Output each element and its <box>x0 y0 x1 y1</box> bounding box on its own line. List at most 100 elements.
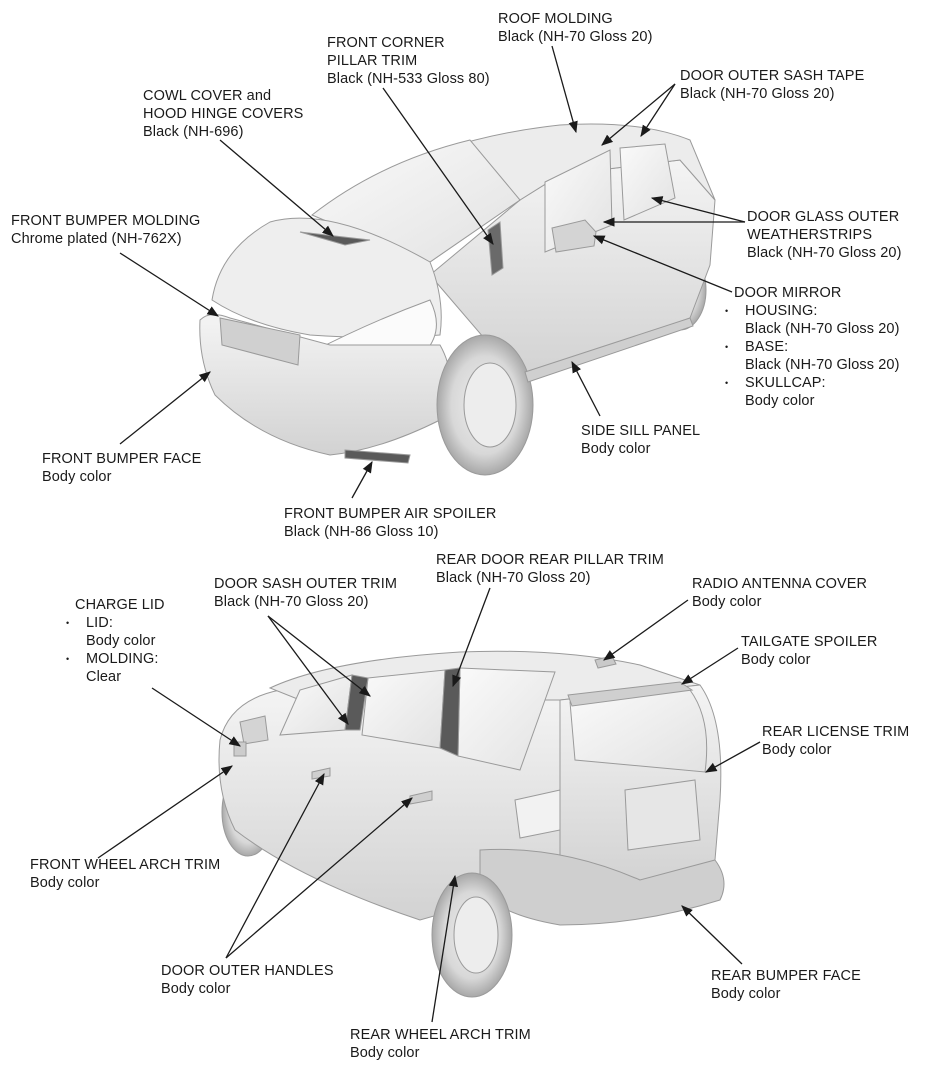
hood <box>211 217 442 338</box>
door-sash-outer-trim-name: DOOR SASH OUTER TRIM <box>214 576 397 592</box>
door-outer-handles-color: Body color <box>161 981 231 997</box>
tailgate-spoiler-shape <box>567 681 694 707</box>
door-outer-sash-tape-name: DOOR OUTER SASH TAPE <box>680 68 865 84</box>
front-corner-pillar-trim-leader <box>382 87 494 245</box>
rear-license-trim-name: REAR LICENSE TRIM <box>762 724 910 740</box>
front-bumper-face-color: Body color <box>42 469 112 485</box>
rear-bumper-face-name: REAR BUMPER FACE <box>711 968 861 984</box>
door-sash-outer-trim-leader-1 <box>267 615 349 725</box>
roof-molding-leader <box>551 45 578 134</box>
front-bumper-air-spoiler-leader <box>351 460 373 499</box>
front-bumper-air-spoiler-color: Black (NH-86 Gloss 10) <box>284 524 439 540</box>
rear-wheel-arch-trim-label: REAR WHEEL ARCH TRIM Body color <box>350 1026 531 1062</box>
charge-lid-molding: MOLDING: <box>66 650 165 668</box>
radio-antenna-cover-leader <box>603 599 689 661</box>
front-bumper-molding-color: Chrome plated (NH-762X) <box>11 231 182 247</box>
front-corner-pillar-trim-name-1: FRONT CORNER <box>327 35 445 51</box>
front-wheel-arch-trim-name: FRONT WHEEL ARCH TRIM <box>30 857 221 873</box>
tailgate-spoiler-leader <box>681 647 739 685</box>
door-sash-outer-trim-color: Black (NH-70 Gloss 20) <box>214 594 369 610</box>
rear-door-rear-pillar-trim-label: REAR DOOR REAR PILLAR TRIM Black (NH-70 … <box>436 551 664 587</box>
front-wheel-arch-trim-label: FRONT WHEEL ARCH TRIM Body color <box>30 856 220 892</box>
cowl-cover <box>299 231 371 246</box>
charge-lid-lid: LID: <box>66 614 165 632</box>
rear-view-rear-window <box>361 669 446 749</box>
rear-wheel-arch-trim-name: REAR WHEEL ARCH TRIM <box>350 1027 531 1043</box>
side-sill-panel-color: Body color <box>581 441 651 457</box>
cowl-cover-name-2: HOOD HINGE COVERS <box>143 106 304 122</box>
rear-bumper-face-label: REAR BUMPER FACE Body color <box>711 967 861 1003</box>
front-wheel-arch-trim-color: Body color <box>30 875 100 891</box>
front-bumper-air-spoiler-shape <box>344 449 411 464</box>
tailgate-spoiler-color: Body color <box>741 652 811 668</box>
door-outer-sash-tape-label: DOOR OUTER SASH TAPE Black (NH-70 Gloss … <box>680 67 864 103</box>
radio-antenna-cover-color: Body color <box>692 594 762 610</box>
side-sill-panel-label: SIDE SILL PANEL Body color <box>581 422 700 458</box>
rear-bumper-face-color: Body color <box>711 986 781 1002</box>
side-sill-panel-shape <box>524 317 694 383</box>
door-outer-sash-tape-leader-2 <box>640 83 676 137</box>
rear-bumper-face-shape <box>479 848 725 926</box>
door-glass-outer-weatherstrips-color: Black (NH-70 Gloss 20) <box>747 245 902 261</box>
front-corner-pillar-trim-name-2: PILLAR TRIM <box>327 53 418 69</box>
front-bumper-molding-leader <box>119 252 219 317</box>
front-bumper-air-spoiler-label: FRONT BUMPER AIR SPOILER Black (NH-86 Gl… <box>284 505 496 541</box>
side-sill-panel-name: SIDE SILL PANEL <box>581 423 701 439</box>
door-glass-outer-weatherstrips-name-2: WEATHERSTRIPS <box>747 227 873 243</box>
door-outer-sash-tape-color: Black (NH-70 Gloss 20) <box>680 86 835 102</box>
door-sash-outer-trim-label: DOOR SASH OUTER TRIM Black (NH-70 Gloss … <box>214 575 397 611</box>
front-bumper-face-label: FRONT BUMPER FACE Body color <box>42 450 201 486</box>
leader-lines <box>97 45 761 1023</box>
license-plate-recess <box>624 779 701 851</box>
cowl-cover-name-1: COWL COVER and <box>143 88 272 104</box>
door-mirror-housing-color: Black (NH-70 Gloss 20) <box>745 321 900 337</box>
door-outer-handles-name: DOOR OUTER HANDLES <box>161 963 334 979</box>
charge-lid-leader <box>151 687 241 747</box>
rear-license-trim-label: REAR LICENSE TRIM Body color <box>762 723 909 759</box>
cowl-cover-leader <box>219 139 334 237</box>
roof-molding-name: ROOF MOLDING <box>498 11 613 27</box>
charge-lid-shape <box>233 741 247 757</box>
door-outer-handles-label: DOOR OUTER HANDLES Body color <box>161 962 334 998</box>
door-mirror-housing: HOUSING: <box>725 302 900 320</box>
door-outer-sash-tape-leader-1 <box>601 83 676 146</box>
door-outer-handles-leader-2 <box>225 797 413 959</box>
door-outer-handles-leader-1 <box>225 772 325 959</box>
tailgate-spoiler-label: TAILGATE SPOILER Body color <box>741 633 877 669</box>
rear-license-trim-color: Body color <box>762 742 832 758</box>
rear-door-rear-pillar-trim-color: Black (NH-70 Gloss 20) <box>436 570 591 586</box>
charge-lid-molding-color: Clear <box>86 669 122 685</box>
door-mirror-name: DOOR MIRROR <box>734 285 842 301</box>
front-corner-pillar-trim-color: Black (NH-533 Gloss 80) <box>327 71 490 87</box>
front-grille <box>219 317 301 366</box>
door-glass-outer-weatherstrips-name-1: DOOR GLASS OUTER <box>747 209 900 225</box>
cowl-cover-label: COWL COVER and HOOD HINGE COVERS Black (… <box>143 87 303 141</box>
rear-wheel-arch-trim-leader <box>431 874 458 1023</box>
door-mirror-base-color: Black (NH-70 Gloss 20) <box>745 357 900 373</box>
front-bumper-face-leader <box>119 371 211 445</box>
door-mirror-base: BASE: <box>725 338 900 356</box>
radio-antenna-cover-name: RADIO ANTENNA COVER <box>692 576 868 592</box>
charge-lid-name: CHARGE LID <box>75 597 165 613</box>
cowl-cover-color: Black (NH-696) <box>143 124 244 140</box>
front-corner-pillar-trim-label: FRONT CORNER PILLAR TRIM Black (NH-533 G… <box>327 34 490 88</box>
door-mirror-skullcap: SKULLCAP: <box>725 374 900 392</box>
rear-bumper-face-leader <box>681 905 743 965</box>
front-wheel-arch-trim-leader <box>97 765 233 859</box>
rear-door-rear-pillar-trim-name: REAR DOOR REAR PILLAR TRIM <box>436 552 664 568</box>
door-mirror-label: DOOR MIRROR HOUSING: Black (NH-70 Gloss … <box>725 284 900 410</box>
door-glass-weatherstrip-leader-1 <box>650 196 746 223</box>
front-bumper-face-name: FRONT BUMPER FACE <box>42 451 202 467</box>
front-three-quarter-car <box>199 123 716 476</box>
charge-lid-lid-color: Body color <box>86 633 156 649</box>
radio-antenna-cover-label: RADIO ANTENNA COVER Body color <box>692 575 867 611</box>
door-glass-outer-weatherstrips-label: DOOR GLASS OUTER WEATHERSTRIPS Black (NH… <box>747 208 902 262</box>
roof-molding-label: ROOF MOLDING Black (NH-70 Gloss 20) <box>498 10 653 46</box>
rear-wheel-arch-trim-color: Body color <box>350 1045 420 1061</box>
front-bumper-air-spoiler-name: FRONT BUMPER AIR SPOILER <box>284 506 497 522</box>
side-sill-panel-leader <box>571 360 601 417</box>
rear-three-quarter-car <box>218 650 725 998</box>
rear-door-rear-pillar-trim-leader <box>452 587 491 688</box>
